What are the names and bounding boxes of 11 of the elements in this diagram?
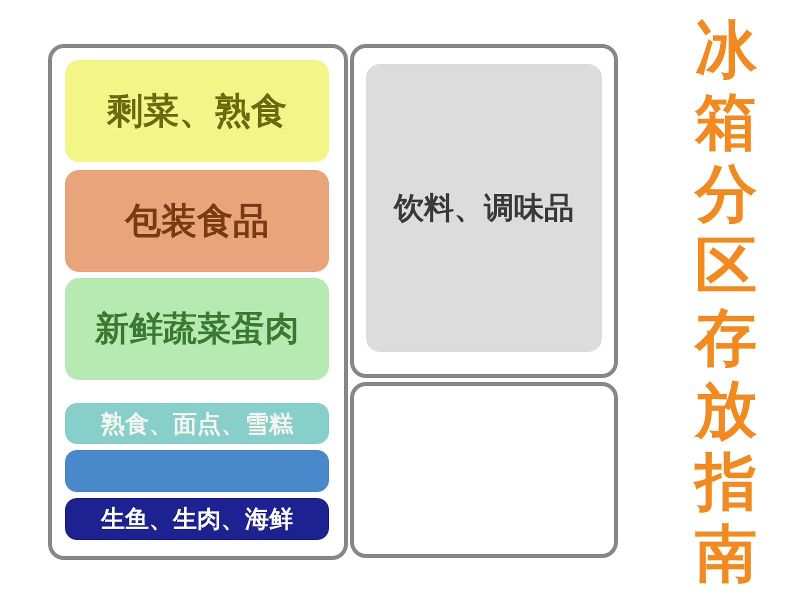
vertical-title: 冰箱分区存放指南 [692,14,758,590]
shelf-zone: 生鱼、生肉、海鲜 [65,498,329,540]
shelf-bar [65,450,329,492]
shelf-zone: 熟食、面点、雪糕 [65,403,329,444]
shelf-zone: 剩菜、熟食 [65,60,329,162]
shelf-zone: 包装食品 [65,170,329,272]
door-compartment [350,44,618,378]
door-compartment [350,382,618,558]
fridge-compartment [48,44,348,560]
door-shelf-zone: 饮料、调味品 [366,64,602,352]
shelf-zone: 新鲜蔬菜蛋肉 [65,278,329,380]
